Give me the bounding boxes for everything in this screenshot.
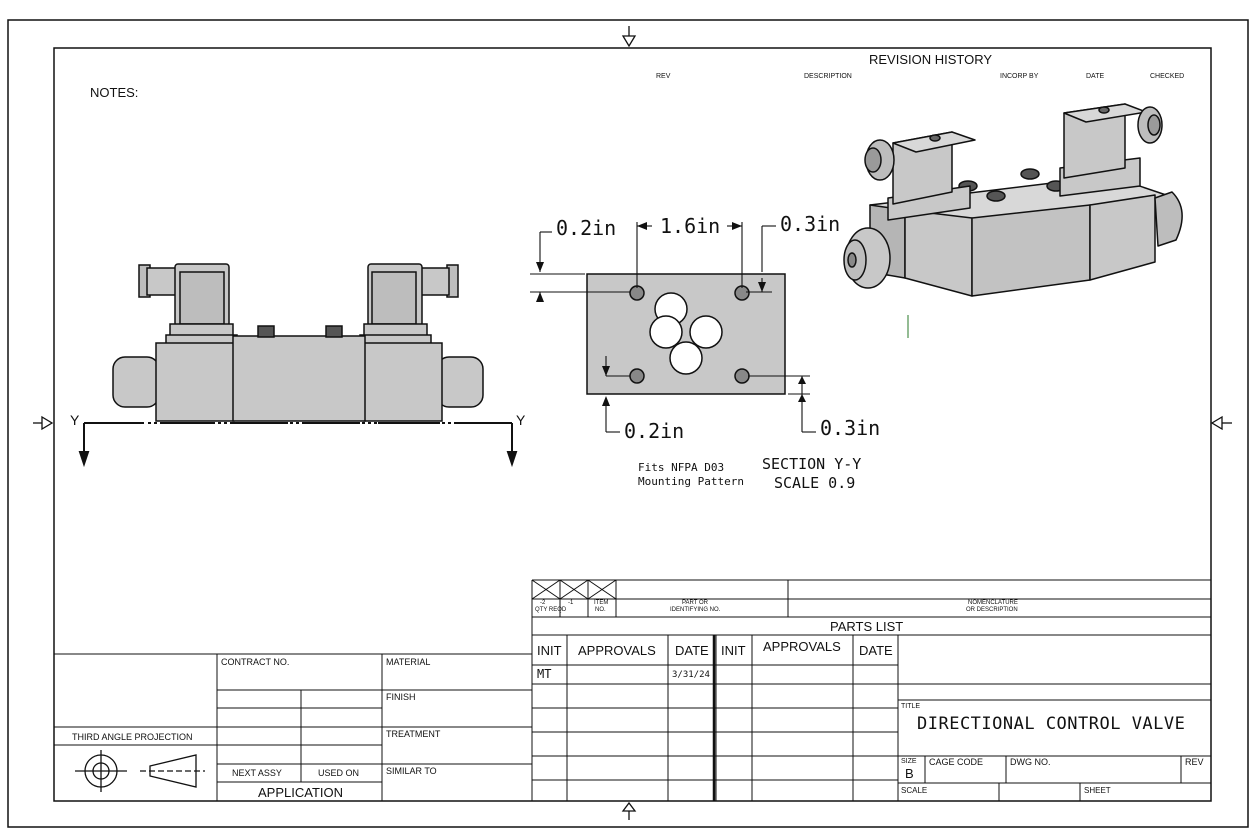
- parts-col-no: NO.: [595, 607, 606, 613]
- dim-bottom-right: 0.3in: [820, 416, 881, 440]
- rev-col-rev: REV: [656, 73, 671, 80]
- rev-col-date: DATE: [1086, 73, 1105, 80]
- parts-col-item: ITEM: [594, 600, 609, 606]
- rev-label: REV: [1185, 757, 1204, 767]
- contract-no-label: CONTRACT NO.: [221, 657, 290, 667]
- section-title: SECTION Y-Y: [762, 455, 862, 473]
- used-on-label: USED ON: [318, 768, 360, 778]
- parts-col-part-1: PART OR: [682, 600, 709, 606]
- parts-col-nom-2: OR DESCRIPTION: [966, 607, 1018, 613]
- similar-to-label: SIMILAR TO: [386, 766, 437, 776]
- outer-border: [7, 19, 1249, 828]
- scale-label: SCALE: [901, 786, 928, 795]
- center-mark-right: [1210, 415, 1232, 431]
- parts-col-qty-b: -1: [568, 600, 574, 606]
- sheet-label: SHEET: [1084, 786, 1111, 795]
- dimension-arrows: [536, 222, 806, 406]
- next-assy-label: NEXT ASSY: [232, 768, 282, 778]
- approvals-init-2: INIT: [721, 643, 746, 658]
- parts-col-qty-reqd: QTY REQD: [535, 607, 567, 613]
- finish-label: FINISH: [386, 692, 416, 702]
- parts-col-nom-1: NOMENCLATURE: [968, 600, 1018, 606]
- rev-col-checked: CHECKED: [1150, 73, 1185, 80]
- title-label: TITLE: [901, 703, 921, 710]
- size-label: SIZE: [901, 758, 917, 765]
- rev-col-description: DESCRIPTION: [804, 73, 852, 80]
- notes-label: NOTES:: [90, 85, 139, 100]
- parts-col-part-2: IDENTIFYING NO.: [670, 607, 721, 613]
- cage-code-label: CAGE CODE: [929, 757, 984, 767]
- valve-front-view: [112, 263, 484, 422]
- dim-top-right: 0.3in: [780, 212, 841, 236]
- treatment-label: TREATMENT: [386, 729, 441, 739]
- approvals-date-1: DATE: [675, 643, 709, 658]
- approvals-date-2: DATE: [859, 643, 893, 658]
- fits-pattern-line2: Mounting Pattern: [638, 475, 744, 488]
- center-mark-top: [621, 26, 637, 48]
- drawing-title: DIRECTIONAL CONTROL VALVE: [917, 714, 1186, 734]
- approval-row1-init: MT: [537, 667, 552, 681]
- center-mark-left: [33, 415, 54, 431]
- parts-list-title: PARTS LIST: [830, 619, 904, 634]
- approvals-init-1: INIT: [537, 643, 562, 658]
- material-label: MATERIAL: [386, 657, 431, 667]
- valve-isometric-view: [843, 103, 1183, 297]
- third-angle-projection-symbol: [75, 750, 205, 792]
- dim-top-center: 1.6in: [660, 214, 721, 238]
- rev-col-incorp-by: INCORP BY: [1000, 73, 1039, 80]
- cut-label-left: Y: [70, 412, 80, 428]
- application-label: APPLICATION: [258, 785, 344, 800]
- parts-col-qty-a: -2: [540, 600, 546, 606]
- dim-bottom-left: 0.2in: [624, 419, 685, 443]
- approval-row1-date: 3/31/24: [672, 670, 710, 680]
- dwg-no-label: DWG NO.: [1010, 757, 1051, 767]
- inner-border: [53, 47, 1212, 802]
- size-value: B: [905, 766, 914, 781]
- third-angle-label: THIRD ANGLE PROJECTION: [72, 732, 193, 742]
- cut-label-right: Y: [516, 412, 526, 428]
- fits-pattern-line1: Fits NFPA D03: [638, 461, 725, 474]
- mounting-plate-section: [586, 273, 786, 395]
- revision-history-title: REVISION HISTORY: [869, 52, 993, 67]
- title-block-grid: [54, 579, 1211, 801]
- dim-top-left: 0.2in: [556, 216, 617, 240]
- section-scale: SCALE 0.9: [774, 474, 856, 492]
- approvals-label-2: APPROVALS: [763, 639, 841, 654]
- section-cut-line: [78, 422, 518, 468]
- center-mark-bottom: [621, 801, 637, 820]
- approvals-label-1: APPROVALS: [578, 643, 656, 658]
